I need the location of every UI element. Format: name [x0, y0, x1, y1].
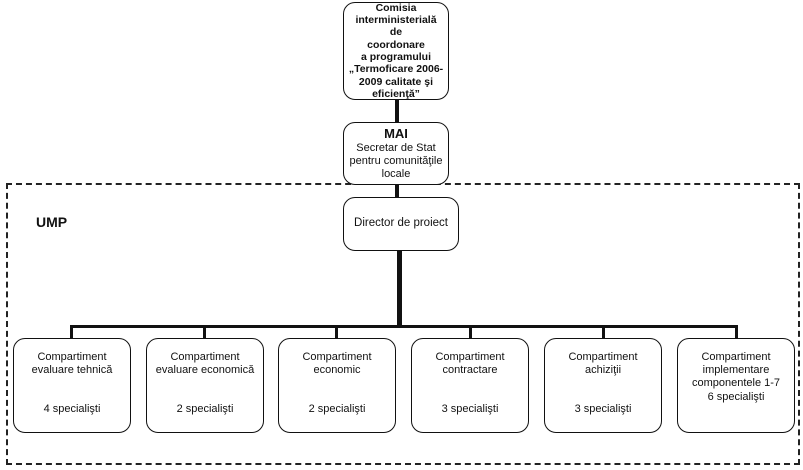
node-compartment-contracting: Compartiment contractare 3 specialişti	[411, 338, 529, 433]
node-line: Compartiment	[170, 351, 240, 363]
connector-comp-1	[70, 325, 73, 338]
node-line: 2009 calitate şi	[358, 75, 434, 88]
node-line: coordonare	[367, 38, 425, 51]
connector-comp-2	[203, 325, 206, 338]
node-line: „Termoficare 2006-	[348, 63, 444, 76]
node-project-director: Director de proiect	[343, 197, 459, 251]
node-line: contractare	[442, 363, 498, 376]
node-line: Director de proiect	[354, 217, 448, 230]
node-line: Compartiment	[37, 351, 107, 363]
node-line: Compartiment	[568, 351, 638, 363]
compartment-staff: 2 specialişti	[308, 403, 366, 415]
compartment-staff: 3 specialişti	[574, 403, 632, 415]
connector-mai-to-director	[395, 185, 399, 197]
compartment-staff: 3 specialişti	[441, 403, 499, 415]
node-line: componentele 1-7	[691, 376, 781, 389]
node-line: evaluare economică	[155, 363, 255, 376]
ump-label: UMP	[36, 214, 68, 230]
node-mai: MAI Secretar de Stat pentru comunităţile…	[343, 122, 449, 185]
node-line: Secretar de Stat	[356, 141, 436, 154]
node-line: Compartiment	[701, 351, 771, 363]
compartment-label: Compartiment contractare	[435, 351, 504, 391]
compartment-label: Compartiment implementare componentele 1…	[692, 351, 780, 391]
node-line: achiziţii	[584, 363, 622, 376]
connector-horizontal-bus	[70, 325, 738, 328]
connector-comp-4	[469, 325, 472, 338]
connector-top-to-mai	[395, 100, 399, 122]
node-compartment-implementation: Compartiment implementare componentele 1…	[677, 338, 795, 433]
node-compartment-procurement: Compartiment achiziţii 3 specialişti	[544, 338, 662, 433]
compartment-staff: 2 specialişti	[176, 403, 234, 415]
node-line: Compartiment	[435, 351, 505, 363]
node-line: eficienţă”	[372, 88, 420, 101]
node-line: evaluare tehnică	[31, 363, 113, 376]
connector-comp-6	[735, 325, 738, 338]
node-coordination-commission: Comisia interministerială de coordonare …	[343, 2, 449, 100]
connector-comp-5	[602, 325, 605, 338]
node-line: implementare	[702, 363, 770, 376]
connector-director-trunk	[397, 251, 402, 328]
connector-comp-3	[335, 325, 338, 338]
node-compartment-economic-evaluation: Compartiment evaluare economică 2 specia…	[146, 338, 264, 433]
compartment-label: Compartiment evaluare tehnică	[32, 351, 113, 391]
compartment-label: Compartiment economic	[302, 351, 371, 391]
node-line: Comisia	[375, 1, 417, 14]
compartment-label: Compartiment achiziţii	[568, 351, 637, 391]
compartment-label: Compartiment evaluare economică	[156, 351, 254, 391]
compartment-staff: 6 specialişti	[707, 391, 765, 403]
node-compartment-economic: Compartiment economic 2 specialişti	[278, 338, 396, 433]
compartment-staff: 4 specialişti	[43, 403, 101, 415]
node-line: interministerială de	[355, 13, 437, 39]
node-line: locale	[381, 167, 411, 180]
node-line: Compartiment	[302, 351, 372, 363]
node-title: MAI	[384, 126, 408, 142]
node-line: a programului	[360, 51, 431, 63]
node-line: pentru comunităţile	[349, 154, 443, 167]
node-compartment-technical-evaluation: Compartiment evaluare tehnică 4 speciali…	[13, 338, 131, 433]
node-line: economic	[313, 363, 361, 376]
